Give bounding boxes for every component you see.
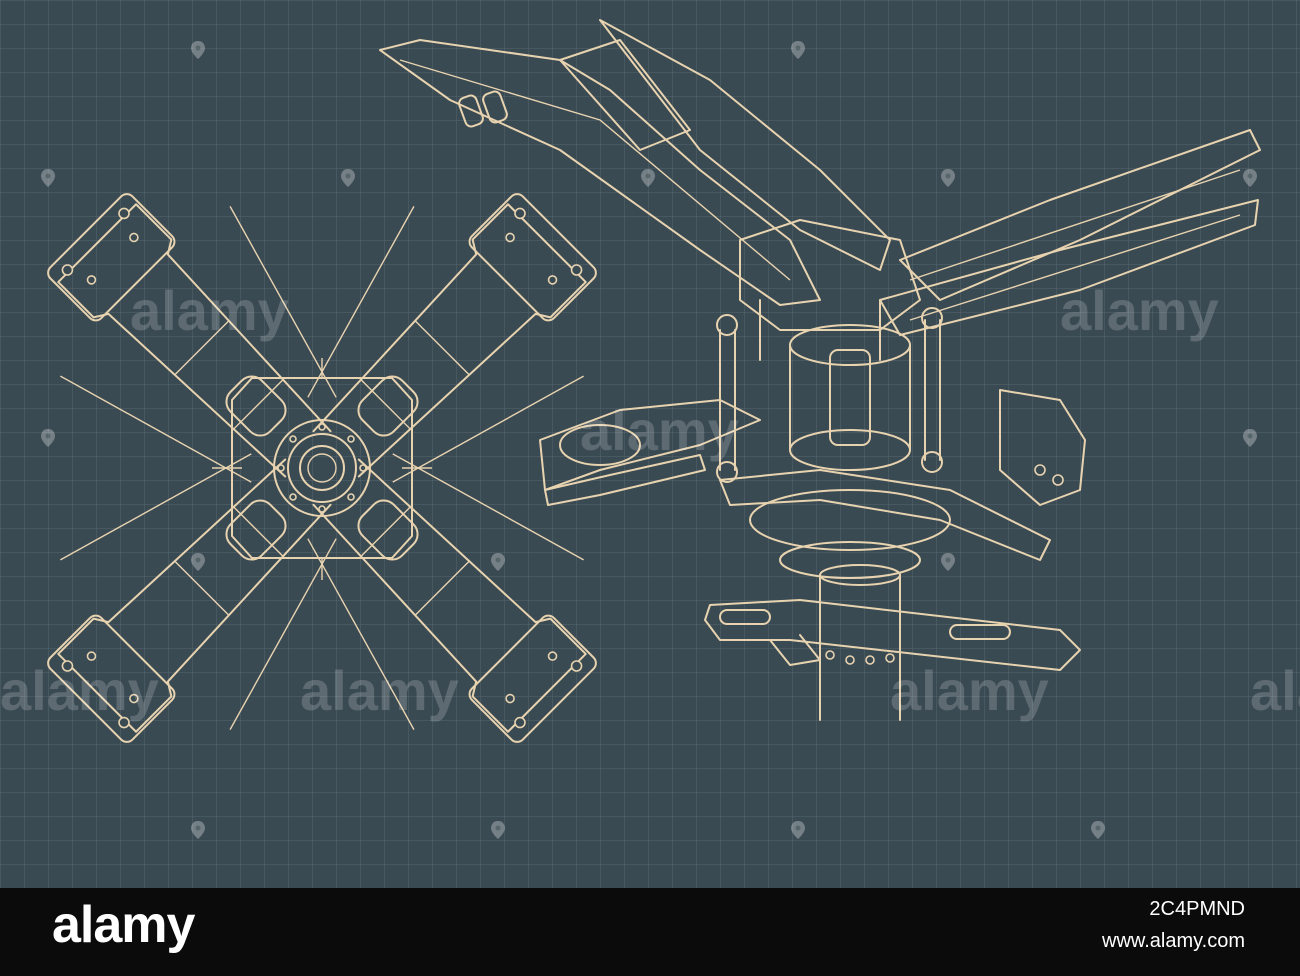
- brand-logo: alamy: [52, 896, 195, 954]
- blueprint-drawing: alamy alamy alamy alamy alamy alamy alam…: [0, 0, 1300, 888]
- rotor-head-perspective: [379, 19, 1261, 721]
- watermark-text: alamy: [0, 659, 159, 722]
- watermark-text: alamy: [130, 279, 289, 342]
- grid: [0, 0, 1300, 888]
- watermark-text: alamy: [1060, 279, 1219, 342]
- site-url[interactable]: www.alamy.com: [1102, 930, 1245, 952]
- image-id: 2C4PMND: [1149, 898, 1245, 920]
- watermark-text: alamy: [1250, 659, 1300, 722]
- footer-bar: [0, 888, 1300, 976]
- watermark-text: alamy: [300, 659, 459, 722]
- watermark-overlay: alamy alamy alamy alamy alamy alamy alam…: [0, 41, 1300, 839]
- rotor-hub-top-view: [47, 193, 597, 743]
- watermark-text: alamy: [580, 399, 739, 462]
- watermark-text: alamy: [890, 659, 1049, 722]
